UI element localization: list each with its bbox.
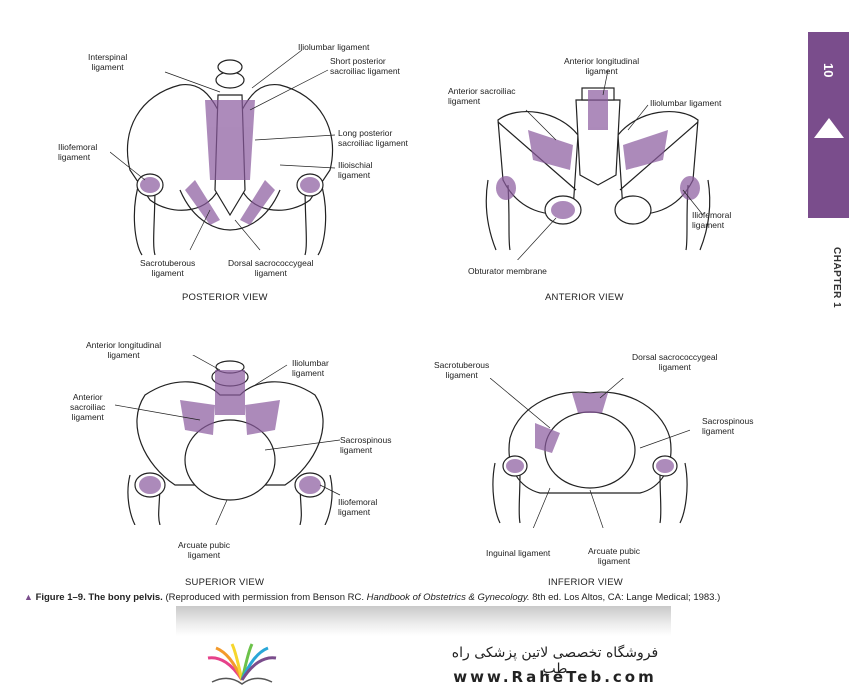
footer-store-name: فروشگاه تخصصی لاتین پزشکی راه طب: [451, 645, 659, 677]
chapter-tab: 10: [808, 32, 849, 218]
caption-book-title: Handbook of Obstetrics & Gynecology.: [366, 592, 530, 603]
book-logo-icon: [204, 642, 280, 688]
label-inguinal-ligament: Inguinal ligament: [486, 548, 551, 558]
chapter-number: 10: [821, 62, 836, 78]
chapter-arrow-icon: [814, 118, 844, 138]
label-iliolumbar-ligament-anterior: Iliolumbar ligament: [650, 98, 722, 108]
caption-credit-suffix: 8th ed. Los Altos, CA: Lange Medical; 19…: [532, 592, 721, 603]
label-iliolumbar-ligament-posterior: Iliolumbar ligament: [298, 42, 370, 52]
figure-number: Figure 1–9.: [35, 592, 86, 603]
inferior-view-title: INFERIOR VIEW: [548, 577, 623, 588]
caption-marker-icon: ▲: [24, 592, 33, 602]
chapter-label: CHAPTER 1: [831, 247, 842, 309]
posterior-view-title: POSTERIOR VIEW: [182, 292, 268, 303]
label-obturator-membrane: Obturator membrane: [468, 266, 547, 276]
superior-view-title: SUPERIOR VIEW: [185, 577, 265, 588]
figure-caption: ▲ Figure 1–9. The bony pelvis. (Reproduc…: [24, 592, 814, 603]
inferior-view-figure: [490, 378, 690, 528]
anterior-view-figure: [478, 60, 718, 260]
anterior-pelvis-illustration: [485, 69, 711, 260]
posterior-view-figure: [110, 40, 350, 260]
superior-view-figure: [115, 355, 345, 525]
anterior-view-title: ANTERIOR VIEW: [545, 292, 624, 303]
posterior-pelvis-illustration: [110, 49, 336, 256]
inferior-pelvis-illustration: [490, 378, 690, 528]
footer-website-link[interactable]: www.RaheTeb.com: [453, 668, 657, 686]
figure-title: The bony pelvis.: [88, 592, 163, 603]
superior-pelvis-illustration: [115, 355, 341, 525]
page-shadow-band: [176, 606, 671, 636]
caption-credit-prefix: (Reproduced with permission from Benson …: [165, 592, 364, 603]
